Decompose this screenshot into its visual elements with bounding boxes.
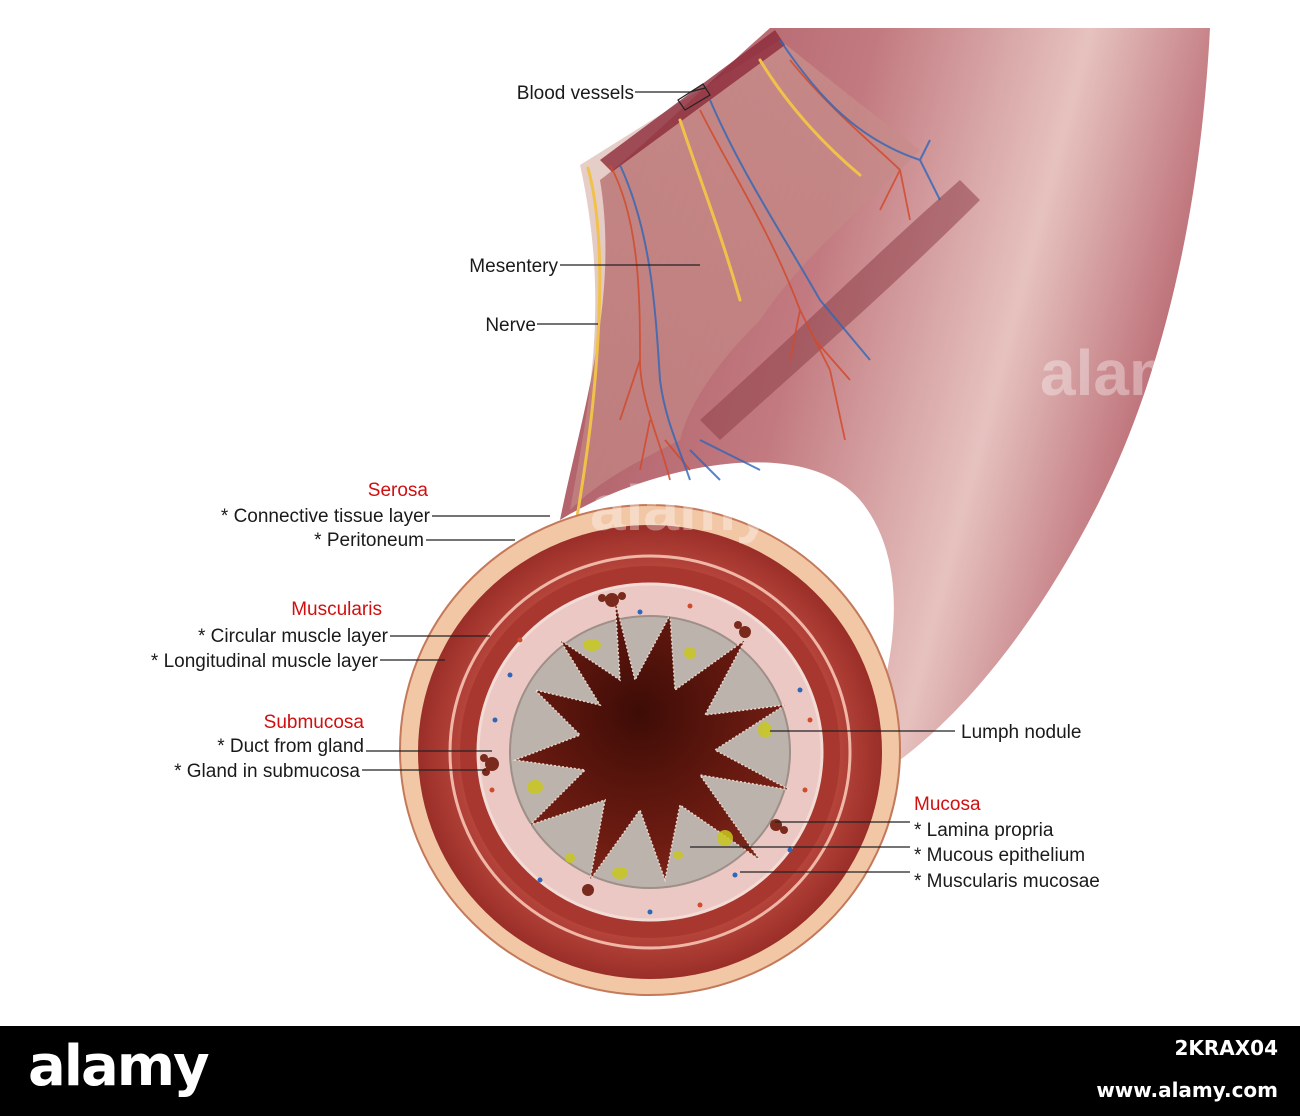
label-circular-muscle: * Circular muscle layer xyxy=(198,626,389,647)
lymph-nodules xyxy=(527,639,772,879)
lumen xyxy=(512,599,791,883)
footer-bar: alamy 2KRAX04 www.alamy.com xyxy=(0,1026,1300,1116)
leader-lines xyxy=(362,83,955,873)
header-serosa: Serosa xyxy=(368,480,429,501)
label-lamina-propria: * Lamina propria xyxy=(914,820,1054,841)
circular-muscle-ring xyxy=(448,554,852,950)
watermark-2: alamy xyxy=(1040,337,1222,409)
label-duct-from-gland: * Duct from gland xyxy=(217,736,364,757)
label-gland-in-submucosa: * Gland in submucosa xyxy=(174,761,360,782)
image-id: 2KRAX04 xyxy=(1174,1036,1278,1060)
watermark-3: alamy xyxy=(1020,807,1202,879)
glands xyxy=(480,592,788,896)
cross-section xyxy=(399,504,901,996)
label-mucous-epithelium: * Mucous epithelium xyxy=(914,845,1085,866)
header-mucosa: Mucosa xyxy=(914,794,981,815)
veins xyxy=(619,39,941,481)
arteries xyxy=(609,59,911,481)
label-connective-tissue: * Connective tissue layer xyxy=(221,506,431,527)
label-muscularis-mucosae: * Muscularis mucosae xyxy=(914,871,1100,892)
alamy-logo: alamy xyxy=(28,1034,210,1099)
label-nerve: Nerve xyxy=(485,315,536,336)
label-peritoneum: * Peritoneum xyxy=(314,530,424,551)
label-blood-vessels: Blood vessels xyxy=(517,83,634,104)
label-lymph-nodule: Lumph nodule xyxy=(961,722,1081,743)
label-mesentery: Mesentery xyxy=(469,256,558,277)
tube-shadow xyxy=(700,180,980,440)
header-submucosa: Submucosa xyxy=(264,712,365,733)
site-url: www.alamy.com xyxy=(1096,1078,1278,1102)
watermark-1: alamy xyxy=(590,472,772,544)
submucosa-vessels xyxy=(489,603,813,915)
intestine-diagram: alamy alamy alamy Blood vessels Mesenter… xyxy=(150,28,1222,996)
header-muscularis: Muscularis xyxy=(291,599,382,620)
mesentery-sheet xyxy=(570,40,920,510)
label-longitudinal-muscle: * Longitudinal muscle layer xyxy=(151,651,379,672)
mesentery-edge xyxy=(600,30,785,172)
